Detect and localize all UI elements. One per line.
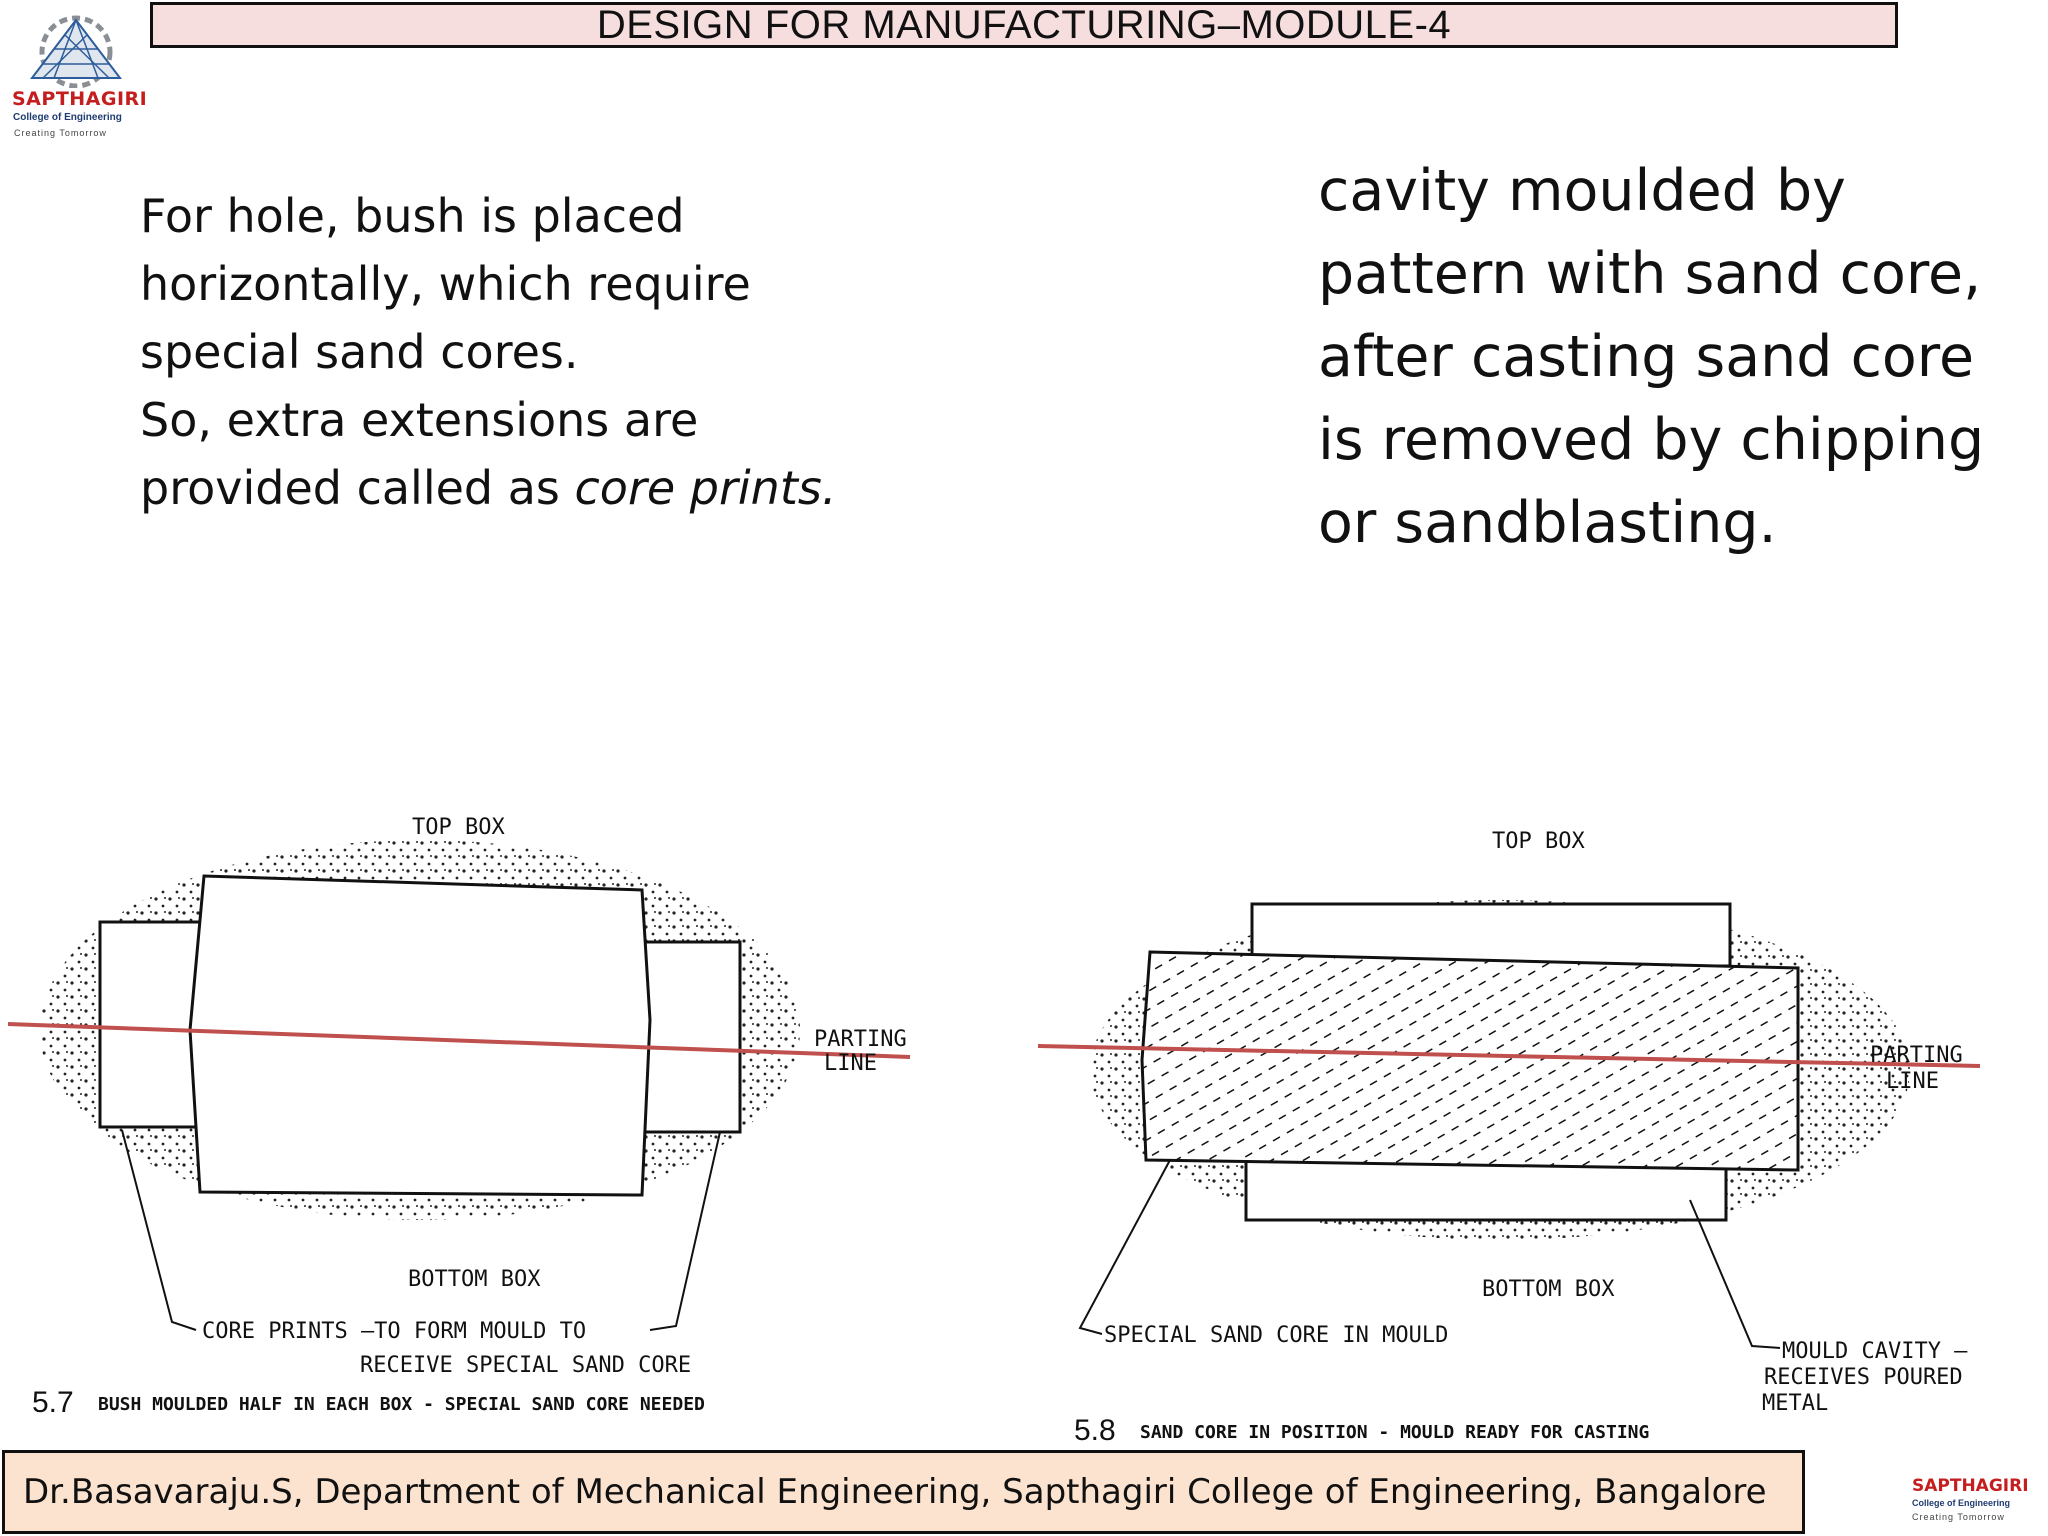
right-paragraph: cavity moulded by pattern with sand core… [1318, 158, 1985, 556]
logo-subtitle: College of Engineering [13, 112, 122, 123]
core-prints-label-2: RECEIVE SPECIAL SAND CORE [360, 1353, 691, 1378]
figure-right-caption: SAND CORE IN POSITION - MOULD READY FOR … [1140, 1422, 1649, 1443]
footer-logo-tagline: Creating Tomorrow [1912, 1512, 2005, 1522]
core-leader [1078, 1159, 1171, 1335]
sand-core-hatch [1142, 952, 1798, 1170]
mould-cavity-label-3: METAL [1762, 1391, 1828, 1416]
footer-bar: Dr.Basavaraju.S, Department of Mechanica… [2, 1450, 1805, 1534]
left-paragraph-line-2: So, extra extensions are provided called… [140, 386, 840, 522]
top-box-label: TOP BOX [412, 815, 505, 840]
footer-logo-name: SAPTHAGIRI [1912, 1476, 2029, 1496]
college-logo: SAPTHAGIRI College of Engineering Creati… [8, 6, 147, 142]
logo-tagline: Creating Tomorrow [14, 128, 107, 138]
core-prints-term: core prints. [574, 461, 837, 515]
bush-cavity [188, 874, 652, 1197]
left-paragraph-line-2-text: So, extra extensions are provided called… [140, 393, 699, 515]
parting-label-1: PARTING [1870, 1043, 1963, 1068]
footer-logo: SAPTHAGIRI College of Engineering Creati… [1900, 1476, 2040, 1532]
figure-right-number: 5.8 [1074, 1414, 1116, 1447]
gear-logo-icon [29, 15, 123, 89]
slide-title-text: DESIGN FOR MANUFACTURING–MODULE-4 [596, 2, 1452, 47]
figure-right-drawing: TOP BOX BOTTOM BOX PARTING LINE SPECIAL … [1037, 829, 1981, 1447]
slide-title: DESIGN FOR MANUFACTURING–MODULE-4 [150, 2, 1898, 48]
top-box-label: TOP BOX [1492, 829, 1585, 854]
cavity-leader [1689, 1199, 1781, 1349]
mould-cavity-label-2: RECEIVES POURED [1764, 1365, 1963, 1390]
left-paragraph-line-1: For hole, bush is placed horizontally, w… [140, 189, 751, 379]
parting-label-2: LINE [824, 1051, 877, 1076]
special-sand-core-label: SPECIAL SAND CORE IN MOULD [1104, 1323, 1448, 1348]
figure-left: TOP BOX BOTTOM BOX PARTING LINE CORE PRI… [0, 770, 940, 1450]
bottom-box-label: BOTTOM BOX [408, 1267, 541, 1292]
footer-logo-subtitle: College of Engineering [1912, 1498, 2011, 1508]
footer-text: Dr.Basavaraju.S, Department of Mechanica… [23, 1472, 1767, 1512]
parting-line [7, 1022, 911, 1059]
core-prints-leader-right [649, 1131, 721, 1331]
parting-line [1037, 1044, 1981, 1068]
figure-right: TOP BOX BOTTOM BOX PARTING LINE SPECIAL … [1030, 800, 2030, 1450]
cavity-bottom [1244, 1158, 1728, 1222]
logo-name: SAPTHAGIRI [12, 88, 148, 110]
bottom-box-label: BOTTOM BOX [1482, 1277, 1615, 1302]
mould-cavity-label-1: MOULD CAVITY – [1782, 1339, 1968, 1364]
figure-left-drawing: TOP BOX BOTTOM BOX PARTING LINE CORE PRI… [7, 815, 911, 1419]
parting-label-2: LINE [1886, 1069, 1939, 1094]
core-print-right [643, 940, 742, 1134]
core-prints-leader-left [121, 1129, 197, 1331]
core-prints-label-1: CORE PRINTS –TO FORM MOULD TO [202, 1319, 586, 1344]
core-print-left [98, 920, 202, 1129]
figure-left-caption: BUSH MOULDED HALF IN EACH BOX - SPECIAL … [98, 1394, 705, 1415]
parting-label-1: PARTING [814, 1027, 907, 1052]
figure-left-number: 5.7 [32, 1386, 74, 1419]
left-paragraph: For hole, bush is placed horizontally, w… [140, 182, 840, 522]
